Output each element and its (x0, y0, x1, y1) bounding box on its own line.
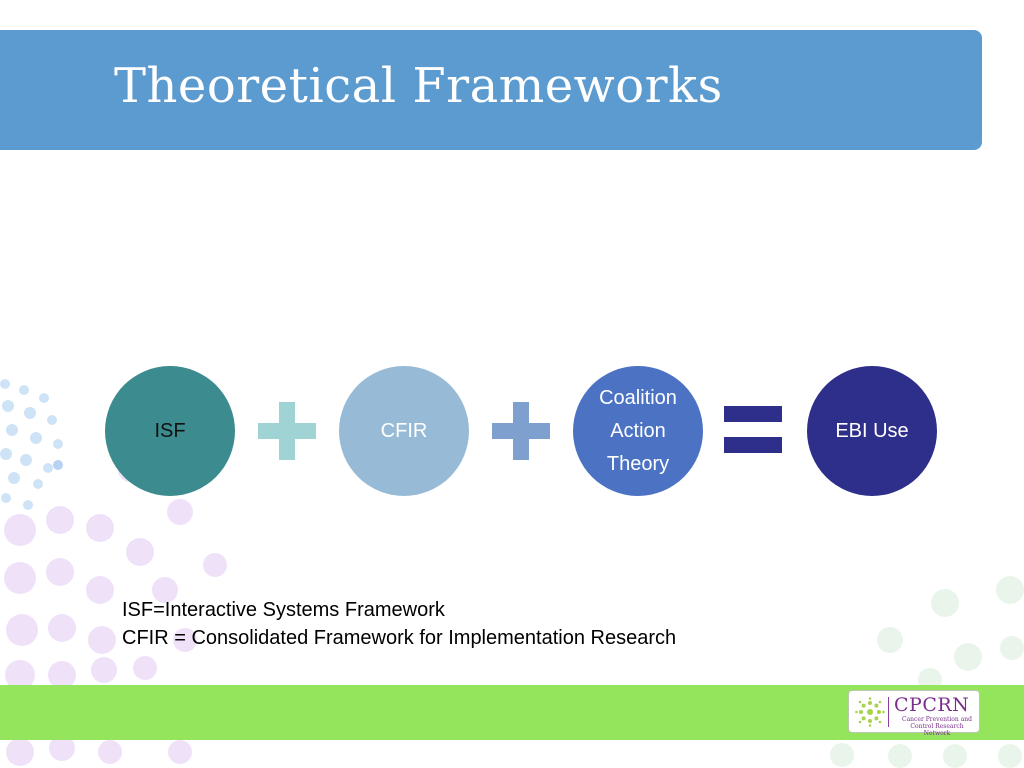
node-cfir-label: CFIR (380, 419, 428, 442)
legend-cfir: CFIR = Consolidated Framework for Implem… (122, 627, 677, 649)
node-line: Theory (606, 452, 670, 475)
node-coalition-action-theory-text: Coalition Action Theory (599, 382, 677, 481)
logo-subtitle-line: Control Research Network (910, 723, 964, 737)
equals-icon (724, 406, 782, 453)
logo-subtitle: Cancer Prevention and Control Research N… (897, 716, 977, 737)
logo-divider (888, 697, 889, 727)
node-ebi-use: EBI Use (807, 366, 937, 496)
node-line: Action (610, 419, 666, 442)
logo-subtitle-line: Cancer Prevention and (902, 716, 972, 723)
node-coalition-action-theory: Coalition Action Theory (573, 366, 703, 496)
page-title: Theoretical Frameworks (114, 58, 723, 114)
cpcrn-logo: CPCRN Cancer Prevention and Control Rese… (848, 690, 980, 737)
node-line: Coalition (599, 386, 677, 409)
header-bar (0, 30, 982, 150)
node-isf-label: ISF (154, 419, 186, 442)
logo-name: CPCRN (894, 694, 970, 716)
node-ebi-use-label: EBI Use (835, 419, 909, 442)
acronym-legend: ISF=Interactive Systems Framework CFIR =… (122, 596, 676, 652)
node-isf: ISF (105, 366, 235, 496)
plus-icon (258, 402, 316, 460)
legend-isf: ISF=Interactive Systems Framework (122, 599, 445, 621)
node-cfir: CFIR (339, 366, 469, 496)
plus-icon (492, 402, 550, 460)
sunburst-logo-icon (855, 697, 885, 727)
